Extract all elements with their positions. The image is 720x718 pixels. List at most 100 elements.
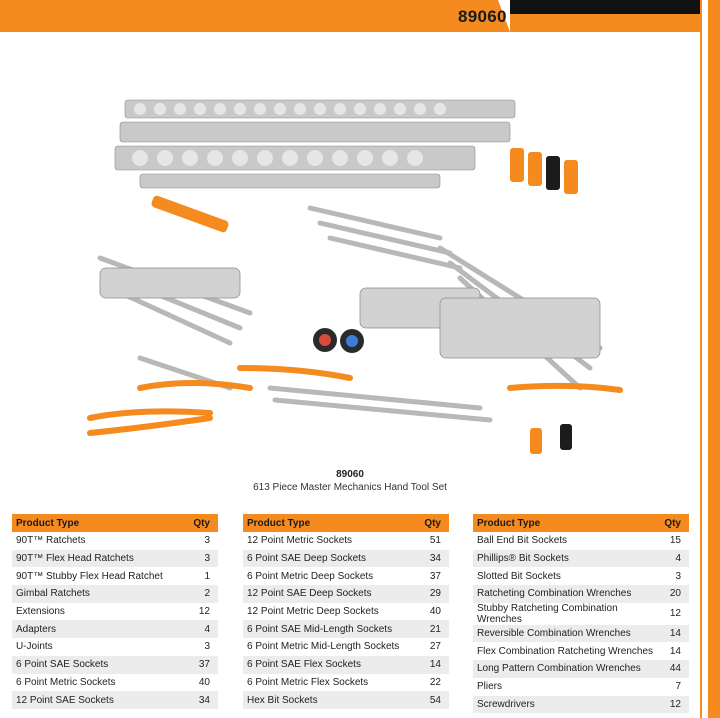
product-qty: 34	[417, 549, 449, 568]
table-row: 6 Point Metric Sockets 40	[12, 674, 218, 692]
tool-set-photo	[87, 99, 623, 454]
product-qty: 44	[660, 660, 689, 678]
product-name: Flex Combination Ratcheting Wrenches	[477, 645, 654, 657]
product-name: 6 Point Metric Sockets	[16, 676, 116, 688]
table-row: Slotted Bit Sockets 3	[473, 567, 689, 585]
product-qty: 27	[429, 641, 441, 653]
right-accent-bar	[700, 0, 720, 718]
table-row: 6 Point Metric Mid-Length Sockets 27	[243, 638, 449, 656]
qty-header: Qty	[417, 514, 449, 532]
product-qty: 20	[660, 585, 689, 603]
product-qty: 12	[660, 695, 689, 714]
product-name: Ball End Bit Sockets	[477, 535, 568, 547]
product-qty: 21	[417, 620, 449, 639]
header-model-number: 89060	[458, 7, 507, 26]
product-name: 90T™ Stubby Flex Head Ratchet	[16, 570, 163, 582]
product-qty: 4	[185, 620, 218, 639]
header-notch	[498, 0, 510, 32]
product-qty: 54	[417, 691, 449, 709]
table-row: 90T™ Ratchets 3	[12, 532, 218, 550]
product-name: Extensions	[16, 606, 65, 618]
product-name: Hex Bit Sockets	[243, 691, 418, 709]
product-qty: 3	[675, 570, 681, 582]
product-qty: 3	[204, 535, 210, 547]
table-row: Flex Combination Ratcheting Wrenches 14	[473, 642, 689, 660]
product-table-2: Product Type Qty 12 Point Metric Sockets…	[243, 514, 449, 709]
product-name: 6 Point Metric Flex Sockets	[247, 676, 369, 688]
product-qty: 34	[185, 691, 218, 709]
product-name: 12 Point SAE Deep Sockets	[243, 585, 418, 603]
product-name: Screwdrivers	[473, 695, 661, 714]
product-qty: 37	[185, 655, 218, 674]
product-name: 6 Point SAE Flex Sockets	[243, 655, 418, 674]
table-row: Stubby Ratcheting Combination Wrenches 12	[473, 603, 689, 625]
product-qty: 40	[198, 676, 210, 688]
header-bar	[0, 0, 700, 32]
table-row: 90T™ Stubby Flex Head Ratchet 1	[12, 567, 218, 585]
product-qty: 1	[204, 570, 210, 582]
product-qty: 3	[185, 549, 218, 568]
product-qty: 14	[417, 655, 449, 674]
product-name: 6 Point SAE Deep Sockets	[243, 549, 418, 568]
product-name: Phillips® Bit Sockets	[473, 549, 661, 568]
product-name: 6 Point Metric Deep Sockets	[247, 570, 374, 582]
product-name: U-Joints	[16, 641, 53, 653]
header-black-stripe	[510, 0, 700, 14]
product-qty: 4	[660, 549, 689, 568]
product-name: Gimbal Ratchets	[12, 585, 186, 603]
product-qty: 15	[669, 535, 681, 547]
product-name: 6 Point SAE Mid-Length Sockets	[243, 620, 418, 639]
qty-header: Qty	[660, 514, 689, 532]
product-type-header: Product Type	[12, 514, 186, 532]
product-qty: 14	[669, 645, 681, 657]
product-type-header: Product Type	[243, 514, 418, 532]
product-name: 12 Point Metric Sockets	[247, 535, 353, 547]
product-name: Reversible Combination Wrenches	[473, 624, 661, 643]
product-name: 12 Point Metric Deep Sockets	[247, 606, 379, 618]
product-name: Pliers	[477, 681, 503, 693]
product-name: Stubby Ratcheting Combination Wrenches	[477, 602, 618, 625]
table-row: U-Joints 3	[12, 638, 218, 656]
table-row: 12 Point Metric Sockets 51	[243, 532, 449, 550]
caption-model-number: 89060	[336, 469, 364, 480]
product-name: 90T™ Flex Head Ratchets	[12, 549, 186, 568]
product-qty: 14	[660, 624, 689, 643]
table-row: Extensions 12	[12, 603, 218, 621]
product-qty: 22	[429, 676, 441, 688]
caption-set-name: 613 Piece Master Mechanics Hand Tool Set	[253, 482, 447, 493]
product-qty: 3	[204, 641, 210, 653]
product-table-1: Product Type Qty 90T™ Ratchets 3 90T™ Fle…	[12, 514, 218, 709]
table-row: Ball End Bit Sockets 15	[473, 532, 689, 550]
product-name: 90T™ Ratchets	[16, 535, 86, 547]
product-qty: 12	[198, 606, 210, 618]
product-qty: 2	[185, 585, 218, 603]
product-qty: 12	[669, 608, 681, 620]
product-qty: 51	[429, 535, 441, 547]
table-row: 6 Point Metric Deep Sockets 37	[243, 567, 449, 585]
product-qty: 37	[429, 570, 441, 582]
product-name: Ratcheting Combination Wrenches	[473, 585, 661, 603]
product-name: Slotted Bit Sockets	[477, 570, 561, 582]
product-name: 12 Point SAE Sockets	[12, 691, 186, 709]
qty-header: Qty	[185, 514, 218, 532]
product-name: 6 Point Metric Mid-Length Sockets	[247, 641, 400, 653]
product-qty: 29	[417, 585, 449, 603]
table-row: 6 Point Metric Flex Sockets 22	[243, 674, 449, 692]
